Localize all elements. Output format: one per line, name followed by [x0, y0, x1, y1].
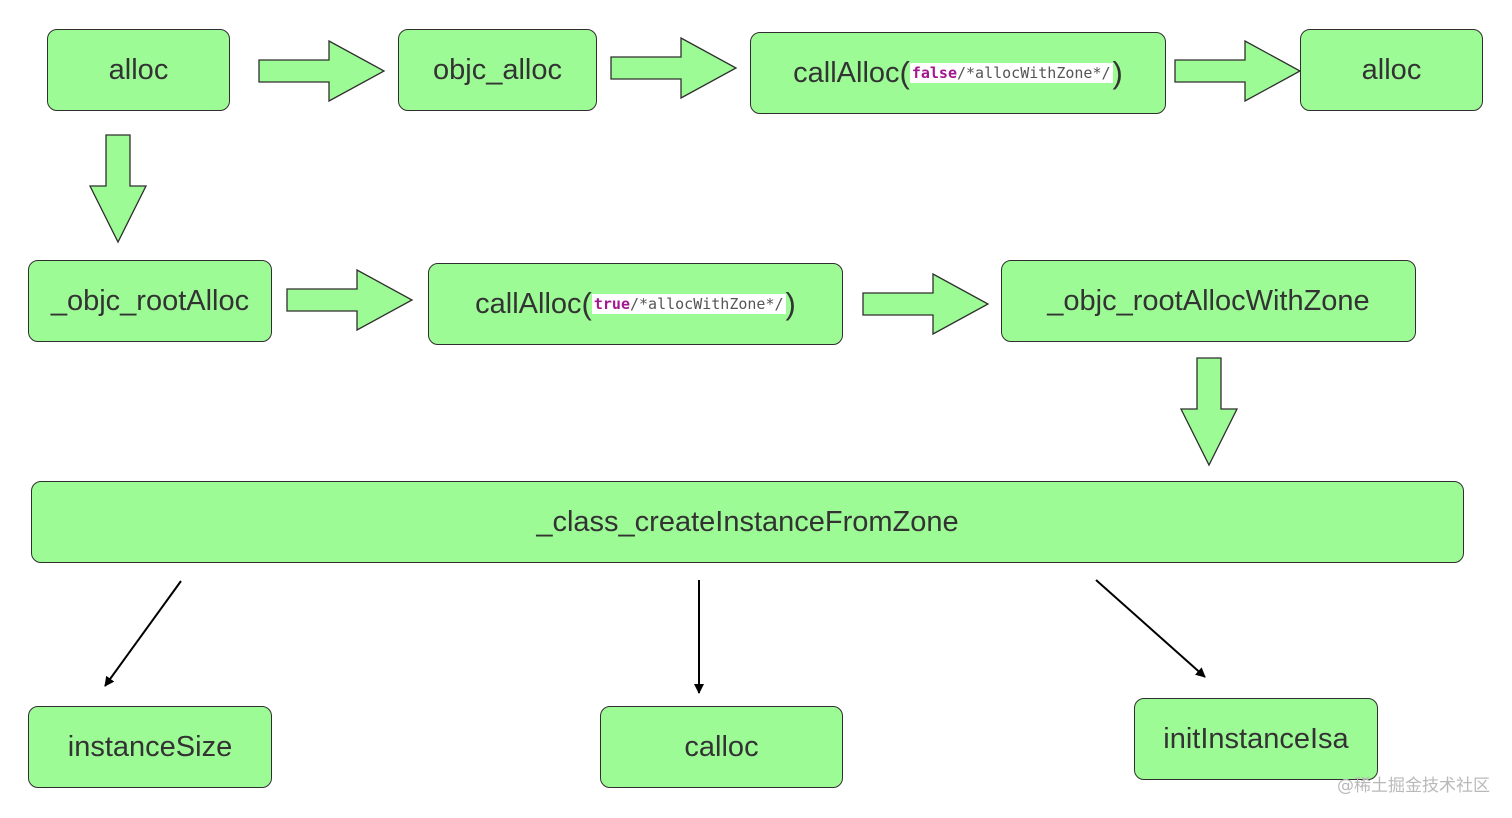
objc-root-alloc-with-zone-node: _objc_rootAllocWithZone [1001, 260, 1416, 342]
instance-size-node: instanceSize [28, 706, 272, 788]
watermark: @稀土掘金技术社区 [1337, 776, 1490, 796]
alloc-node-label: alloc [108, 53, 169, 86]
calloc-node: calloc [600, 706, 843, 788]
call-alloc-false-node: callAlloc(false/*allocWithZone*/) [750, 32, 1166, 114]
class-create-instance-node: _class_createInstanceFromZone [31, 481, 1464, 563]
objc-alloc-node: objc_alloc [398, 29, 597, 111]
call-alloc-false-name: callAlloc [793, 56, 900, 89]
arrow-create-instance-to-instance-size [104, 580, 182, 687]
arrow-create-instance-to-init-instance-isa [1095, 579, 1206, 678]
call-alloc-true-close-paren: ) [785, 286, 796, 321]
objc-root-alloc-node-label: _objc_rootAlloc [50, 284, 250, 317]
call-alloc-true-name: callAlloc [475, 287, 582, 320]
calloc-node-label: calloc [684, 730, 759, 763]
arrow-alloc-to-objc-alloc [258, 39, 386, 103]
arrow-call-alloc-false-to-alloc [1174, 39, 1302, 103]
arrow-call-alloc-true-to-root-alloc-with-zone [862, 272, 990, 336]
objc-root-alloc-with-zone-node-label: _objc_rootAllocWithZone [1047, 284, 1370, 317]
call-alloc-false-open-paren: ( [899, 55, 910, 90]
call-alloc-true-comment: /*allocWithZone*/ [629, 295, 784, 313]
call-alloc-true-argument: true/*allocWithZone*/ [591, 294, 786, 314]
call-alloc-false-close-paren: ) [1112, 55, 1123, 90]
arrow-objc-root-alloc-to-call-alloc-true [286, 268, 414, 332]
call-alloc-false-keyword: false [911, 64, 957, 82]
init-instance-isa-node-label: initInstanceIsa [1163, 722, 1349, 755]
objc-alloc-node-label: objc_alloc [433, 53, 562, 86]
arrow-root-alloc-with-zone-to-create-instance [1179, 357, 1239, 467]
call-alloc-false-argument: false/*allocWithZone*/ [909, 63, 1113, 83]
call-alloc-true-node: callAlloc(true/*allocWithZone*/) [428, 263, 843, 345]
arrow-alloc-to-objc-root-alloc [88, 134, 148, 244]
alloc-right-node-label: alloc [1361, 53, 1422, 86]
call-alloc-false-comment: /*allocWithZone*/ [957, 64, 1111, 82]
instance-size-node-label: instanceSize [67, 730, 233, 763]
objc-root-alloc-node: _objc_rootAlloc [28, 260, 272, 342]
alloc-right-node: alloc [1300, 29, 1483, 111]
class-create-instance-node-label: _class_createInstanceFromZone [536, 505, 959, 538]
init-instance-isa-node: initInstanceIsa [1134, 698, 1378, 780]
call-alloc-true-open-paren: ( [581, 286, 592, 321]
arrow-objc-alloc-to-call-alloc-false [610, 36, 738, 100]
call-alloc-true-keyword: true [593, 295, 630, 313]
alloc-node: alloc [47, 29, 230, 111]
